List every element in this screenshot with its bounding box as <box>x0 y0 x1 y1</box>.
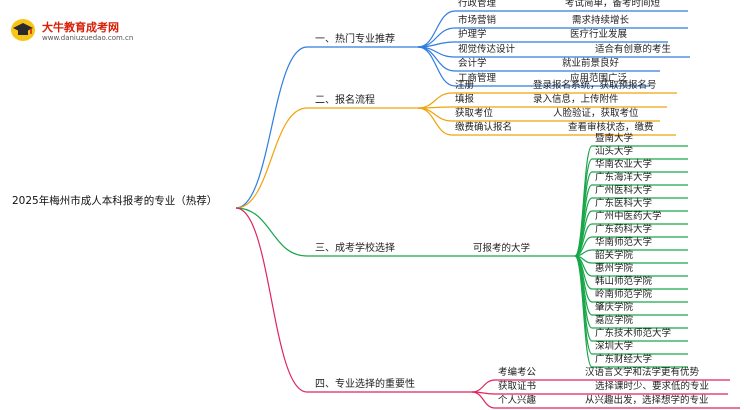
root-topic: 2025年梅州市成人本科报考的专业（热荐） <box>12 195 218 207</box>
schools-group-label: 可报考的大学 <box>473 243 531 254</box>
school-item: 广州医科大学 <box>595 185 653 196</box>
school-item: 惠州学院 <box>595 263 634 274</box>
school-item: 暨南大学 <box>595 133 634 144</box>
connector-line <box>235 207 308 257</box>
connector-line <box>235 46 308 209</box>
connector-line <box>471 391 496 409</box>
item-label: 护理学 <box>458 29 487 40</box>
item-note: 医疗行业发展 <box>570 29 628 40</box>
school-item: 嘉应学院 <box>595 315 634 326</box>
item-note: 考试简单，备考时间短 <box>565 0 661 9</box>
item-label: 注册 <box>455 80 475 91</box>
school-item: 汕头大学 <box>595 146 634 157</box>
item-label: 获取证书 <box>498 381 537 392</box>
connector-line <box>417 107 453 122</box>
connector-line <box>235 207 308 393</box>
connector-line <box>235 107 308 209</box>
school-item: 肇庆学院 <box>595 302 634 313</box>
item-label: 考编考公 <box>498 367 537 378</box>
school-item: 华南师范大学 <box>595 237 653 248</box>
item-label: 缴费确认报名 <box>455 122 513 133</box>
connector-line <box>417 92 453 109</box>
item-note: 适合有创意的考生 <box>595 44 672 55</box>
connector-line <box>471 379 496 393</box>
school-item: 深圳大学 <box>595 341 634 352</box>
connector-line <box>417 41 456 48</box>
item-label: 获取考位 <box>455 108 494 119</box>
connector-line <box>574 171 593 257</box>
school-item: 广东海洋大学 <box>595 172 653 183</box>
school-item: 华南农业大学 <box>595 159 653 170</box>
item-note: 应用范围广泛 <box>570 73 628 84</box>
item-note: 需求持续增长 <box>572 15 630 26</box>
connector-line <box>417 46 456 87</box>
item-note: 查看审核状态，缴费 <box>568 122 654 133</box>
item-note: 登录报名系统，获取预报名号 <box>533 80 657 91</box>
item-label: 会计学 <box>458 58 487 69</box>
school-item: 广东技术师范大学 <box>595 328 672 339</box>
connector-line <box>417 107 453 136</box>
item-label: 填报 <box>455 94 475 105</box>
logo-url: www.daniuzuedao.com.cn <box>42 34 134 42</box>
branch-3-label: 三、成考学校选择 <box>315 243 395 254</box>
item-note: 选择课时少、要求低的专业 <box>595 381 710 392</box>
item-label: 行政管理 <box>458 0 497 9</box>
school-item: 广州中医药大学 <box>595 211 662 222</box>
item-label: 个人兴趣 <box>498 395 537 406</box>
item-label: 工商管理 <box>458 73 497 84</box>
item-note: 人脸验证，获取考位 <box>553 108 639 119</box>
logo-name: 大牛教育成考网 <box>42 21 119 34</box>
school-item: 韶关学院 <box>595 250 634 261</box>
item-label: 视觉传达设计 <box>458 44 516 55</box>
branch-2-label: 二、报名流程 <box>315 95 375 106</box>
item-note: 录入信息，上传附件 <box>533 94 619 105</box>
school-item: 岭南师范学院 <box>595 289 653 300</box>
school-item: 韩山师范学院 <box>595 276 653 287</box>
school-item: 广东医科大学 <box>595 198 653 209</box>
item-note: 汉语言文学和法学更有优势 <box>585 367 700 378</box>
school-item: 广东药科大学 <box>595 224 653 235</box>
item-label: 市场营销 <box>458 15 497 26</box>
item-note: 就业前景良好 <box>562 58 620 69</box>
graduation-cap-icon <box>11 19 35 41</box>
branch-1-label: 一、热门专业推荐 <box>315 34 395 45</box>
branch-4-label: 四、专业选择的重要性 <box>315 379 415 390</box>
item-note: 从兴趣出发，选择想学的专业 <box>585 395 709 406</box>
site-logo: 大牛教育成考网 www.daniuzuedao.com.cn <box>10 16 133 44</box>
connector-line <box>574 255 593 368</box>
school-item: 广东财经大学 <box>595 354 653 365</box>
